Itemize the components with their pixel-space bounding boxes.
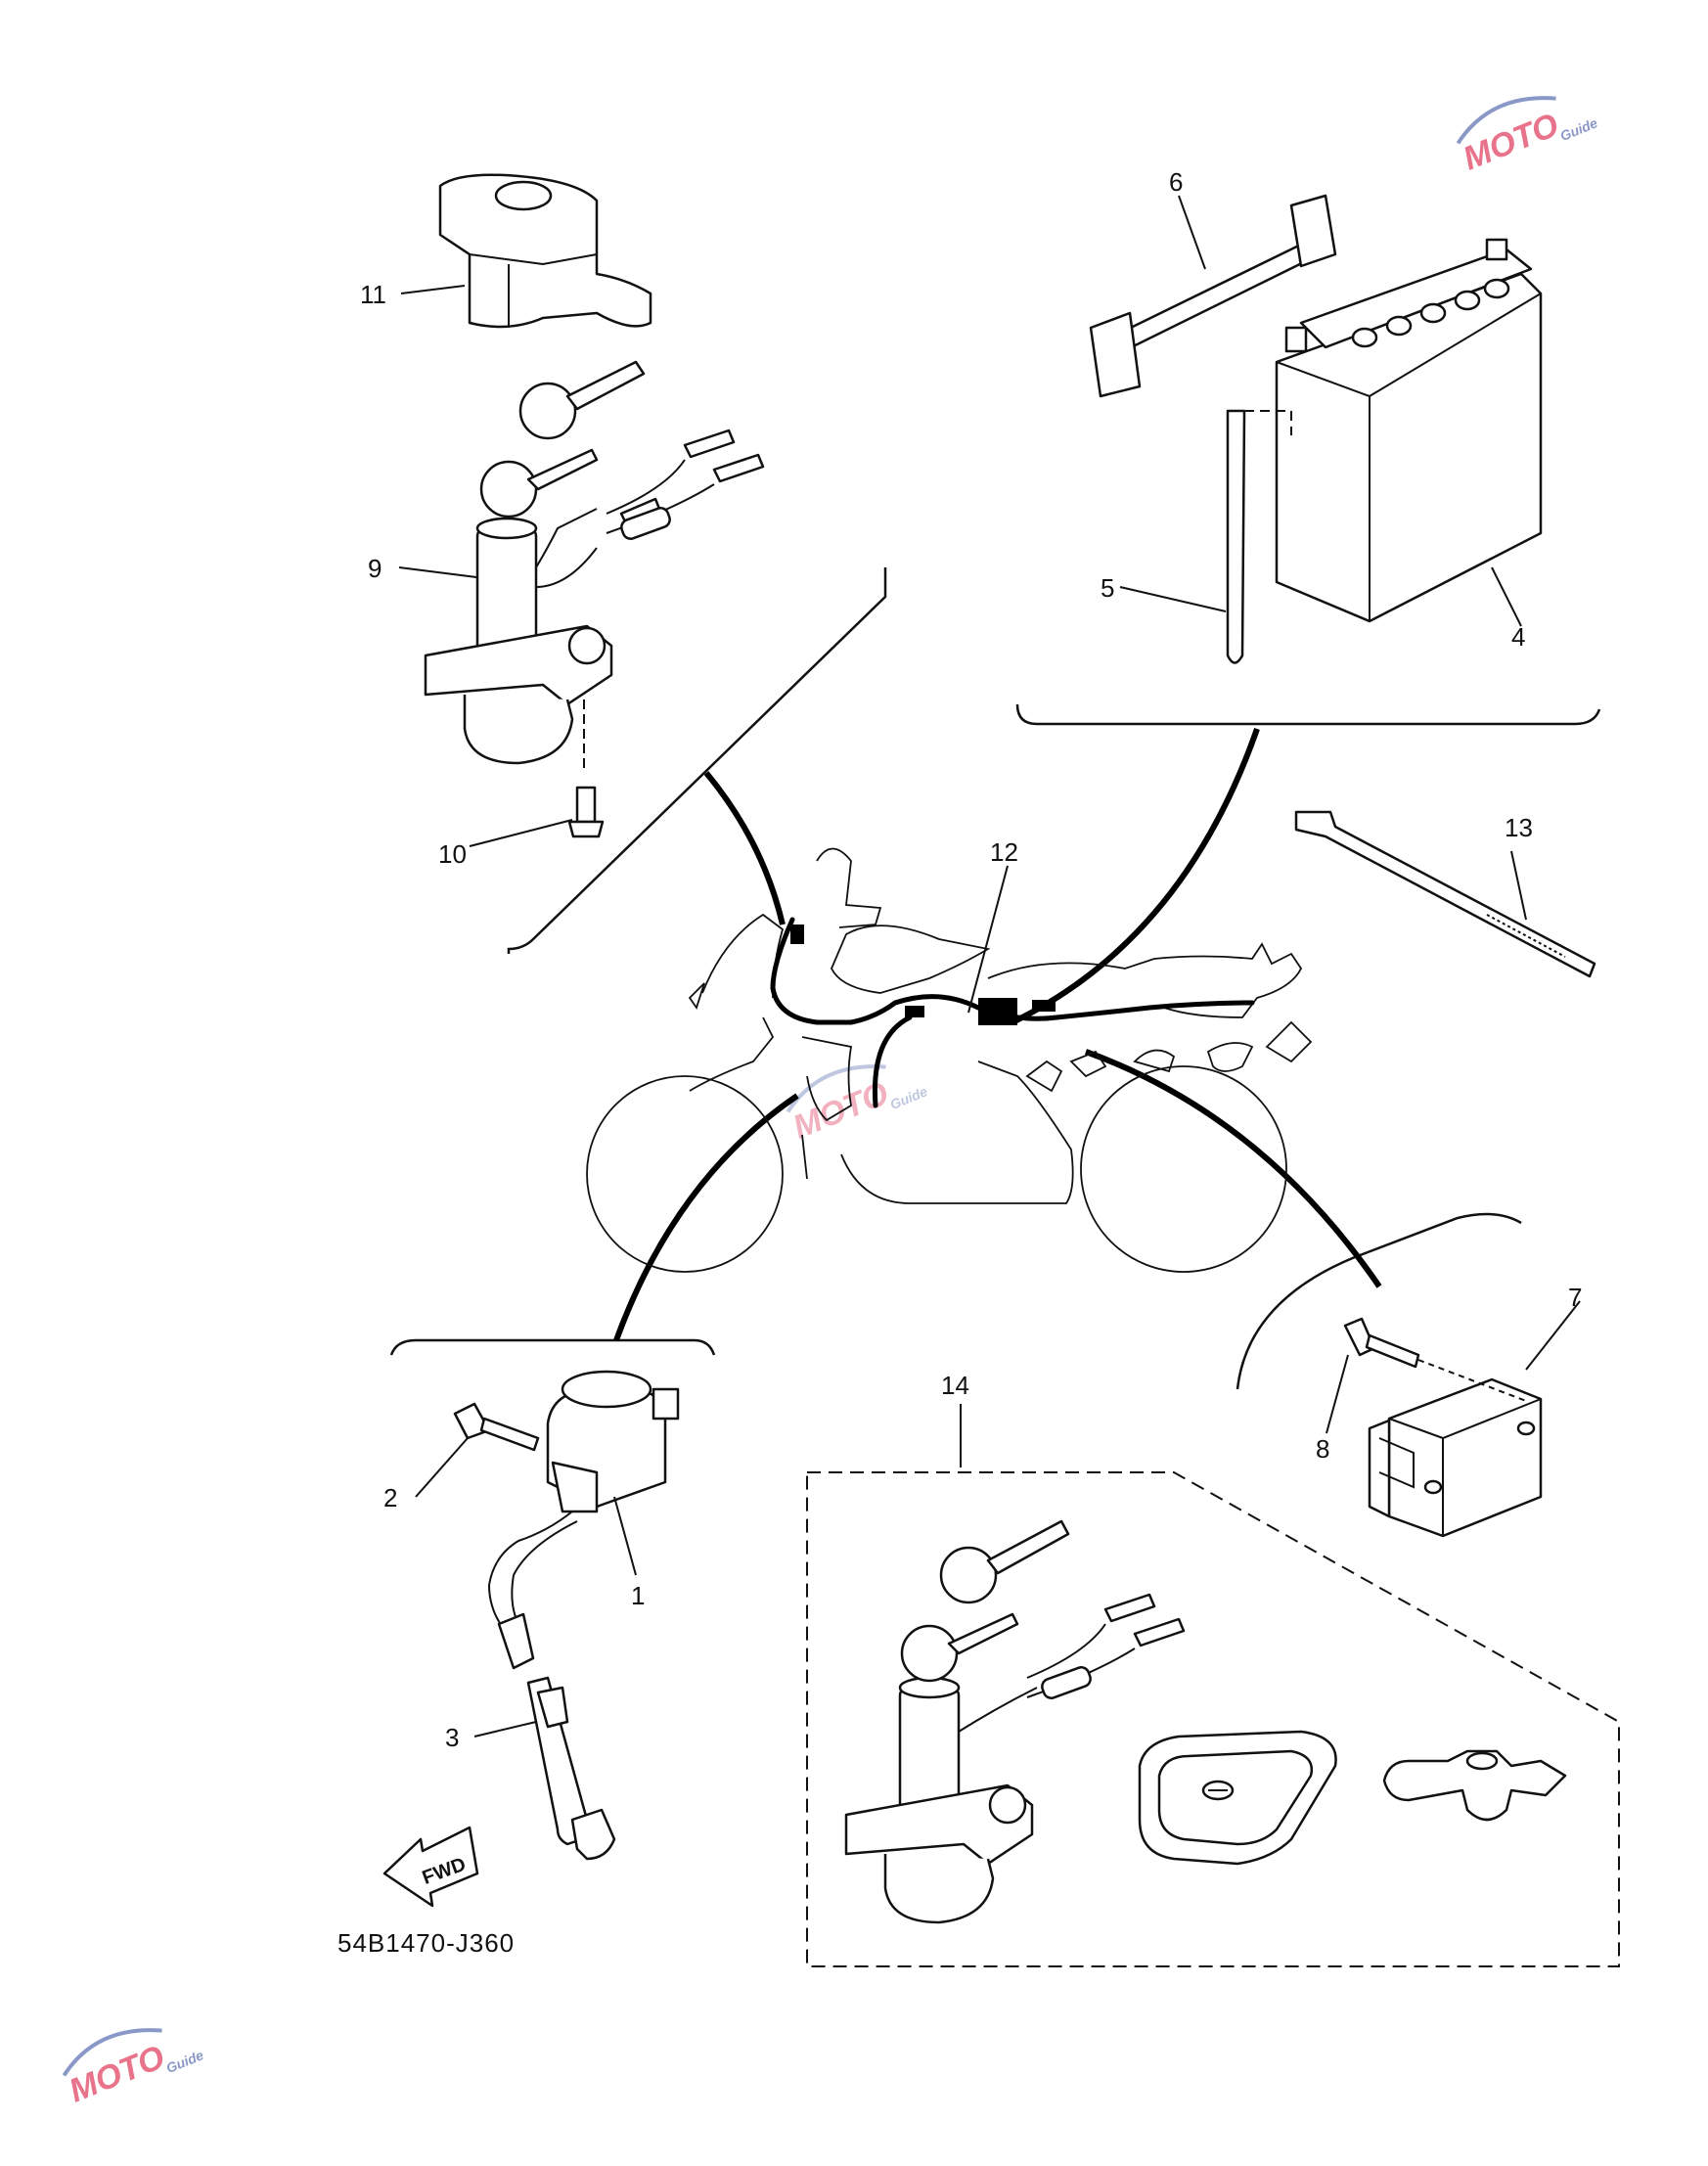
watermark-subtext: Guide: [1558, 114, 1600, 144]
watermark-top-right: MOTO Guide: [1456, 96, 1600, 178]
callout-label-9: 9: [368, 554, 382, 583]
lock-set-group: [806, 1471, 1620, 1967]
callout-label-11: 11: [360, 280, 386, 309]
leader-curve-battery: [1011, 728, 1260, 1025]
callout-label-2: 2: [383, 1483, 397, 1512]
panel-outline-bottom-right: [1236, 1212, 1522, 1390]
ignition-coil-part: [487, 1370, 680, 1670]
drawing-code: 54B1470-J360: [337, 1928, 515, 1958]
callout-label-10: 10: [438, 839, 467, 869]
callout-label-1: 1: [631, 1581, 645, 1610]
panel-outline-top-right: [1015, 703, 1601, 726]
leader-lines: [398, 195, 1581, 1737]
callout-label-7: 7: [1568, 1283, 1582, 1312]
battery-band-part: [1089, 194, 1337, 398]
watermark-text: MOTO: [1458, 106, 1563, 177]
callout-label-13: 13: [1505, 813, 1533, 842]
callout-label-14: 14: [941, 1371, 969, 1400]
callout-label-8: 8: [1316, 1434, 1329, 1464]
callout-label-3: 3: [445, 1723, 459, 1752]
battery-part: [1275, 238, 1543, 623]
vent-hose-part: [1226, 409, 1292, 664]
main-switch-part: [424, 360, 765, 838]
switch-cover-part: [438, 173, 652, 329]
wire-harness: [770, 917, 1255, 1108]
callout-label-12: 12: [990, 837, 1018, 867]
watermark-subtext: Guide: [888, 1083, 930, 1112]
watermark-text: MOTO: [64, 2038, 169, 2109]
coil-bolt-part: [453, 1402, 540, 1452]
watermark-bottom-left: MOTO Guide: [62, 2028, 206, 2110]
panel-outline-top-left: [507, 567, 887, 954]
panel-outline-bottom-left: [389, 1338, 716, 1356]
relay-part: [1368, 1377, 1543, 1538]
callout-label-6: 6: [1169, 167, 1183, 197]
watermark-text: MOTO: [787, 1074, 893, 1146]
plug-cap-part: [526, 1676, 616, 1861]
leader-curve-relay: [1084, 1049, 1382, 1288]
callout-label-5: 5: [1101, 573, 1114, 603]
motorcycle-silhouette: [586, 847, 1313, 1273]
watermark-subtext: Guide: [164, 2047, 206, 2076]
leader-curve-switch: [703, 771, 786, 925]
watermark-center: MOTO Guide: [786, 1064, 930, 1147]
fwd-arrow-icon: FWD: [382, 1826, 479, 1908]
cable-tie-part: [1294, 810, 1596, 978]
leader-curve-coil: [613, 1093, 799, 1342]
callout-label-4: 4: [1511, 622, 1525, 652]
relay-bolt-part: [1343, 1317, 1527, 1402]
